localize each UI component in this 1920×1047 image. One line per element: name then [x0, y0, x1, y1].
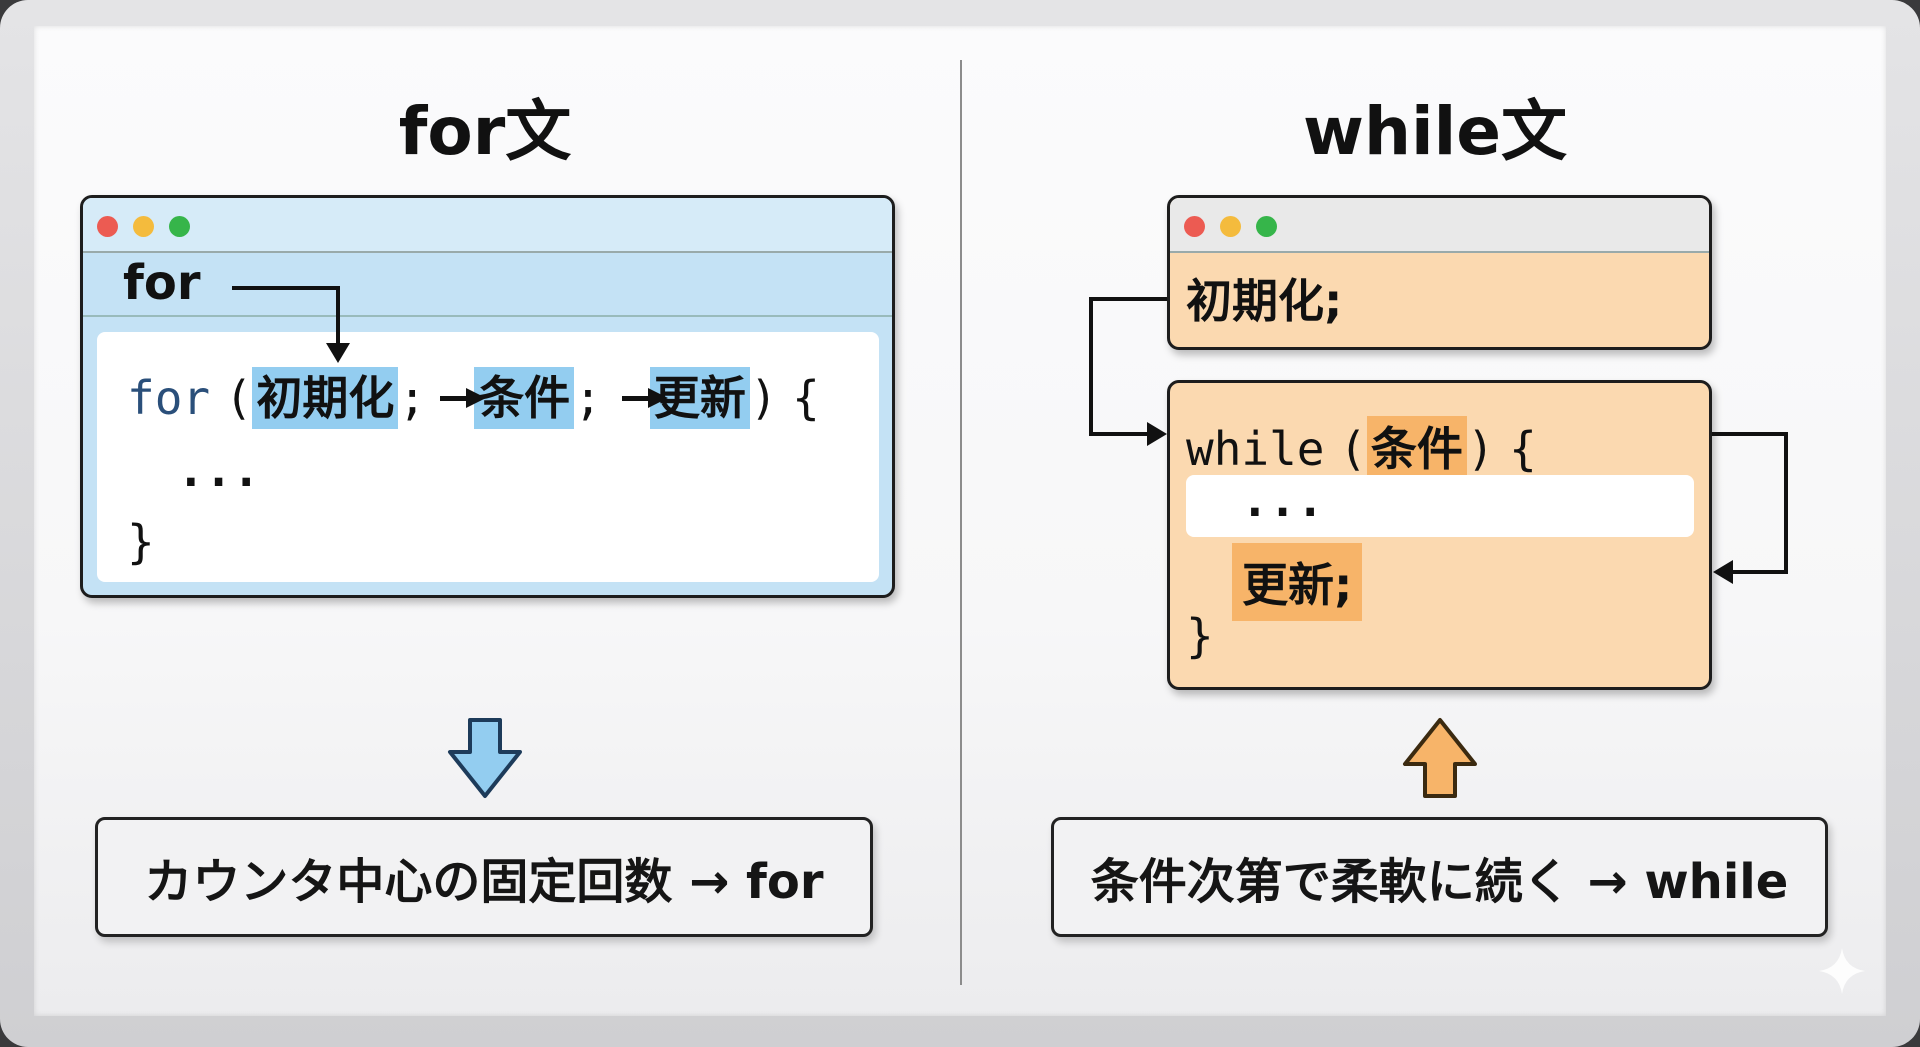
for-keyword: for: [127, 371, 211, 425]
brace-open: {: [1509, 422, 1537, 476]
paren-open: (: [1339, 422, 1367, 476]
brace-open: {: [792, 371, 820, 425]
loop-back-arrow-icon: [1712, 432, 1788, 574]
while-code-line: while (条件) {: [1186, 413, 1537, 482]
cond-highlight: 条件: [1366, 416, 1467, 482]
while-summary-box: 条件次第で柔軟に続く → while: [1051, 817, 1828, 937]
for-summary-box: カウンタ中心の固定回数 → for: [95, 817, 873, 937]
semicolon: ;: [574, 371, 602, 425]
paren-close: ): [749, 371, 778, 425]
up-arrow-icon: [1403, 718, 1477, 798]
code-body: ...: [177, 443, 261, 497]
for-code-window: for for (初期化;条件;更新) { ... }: [80, 195, 895, 598]
loop-entry-arrow-icon: [1089, 297, 1167, 436]
update-highlight: 更新;: [1232, 543, 1363, 621]
while-init-window: 初期化;: [1167, 195, 1712, 350]
semicolon: ;: [398, 371, 427, 425]
arrowhead-down-icon: [326, 343, 350, 363]
code-body: ...: [1186, 475, 1694, 537]
divider: [960, 60, 962, 985]
cond-highlight: 条件: [474, 367, 575, 429]
maximize-dot-icon: [169, 216, 190, 237]
arrowhead-right-icon: [1147, 422, 1167, 446]
down-arrow-icon: [448, 718, 522, 798]
minimize-dot-icon: [1220, 216, 1241, 237]
brace-close: }: [1186, 609, 1214, 663]
window-titlebar: [83, 198, 892, 253]
init-highlight: 初期化: [252, 367, 399, 429]
while-code-window: while (条件) { ... 更新; }: [1167, 380, 1712, 690]
maximize-dot-icon: [1256, 216, 1277, 237]
while-title: while文: [1303, 93, 1567, 170]
paren-close: ): [1466, 422, 1495, 476]
minimize-dot-icon: [133, 216, 154, 237]
paren-open: (: [224, 371, 253, 425]
for-code-area: for (初期化;条件;更新) { ... }: [97, 332, 879, 582]
while-keyword: while: [1186, 422, 1325, 476]
for-code-line: for (初期化;条件;更新) {: [127, 362, 879, 434]
for-header: for: [83, 253, 892, 317]
for-to-init-arrow-icon: [232, 286, 340, 345]
close-dot-icon: [97, 216, 118, 237]
window-titlebar: [1170, 198, 1709, 253]
brace-close: }: [127, 515, 155, 569]
sparkle-icon: [1819, 948, 1865, 994]
code-arrow-icons: [440, 388, 668, 408]
close-dot-icon: [1184, 216, 1205, 237]
update-highlight: 更新: [649, 367, 750, 429]
init-line: 初期化;: [1186, 274, 1343, 328]
arrowhead-left-icon: [1713, 560, 1733, 584]
for-title: for文: [398, 93, 572, 170]
